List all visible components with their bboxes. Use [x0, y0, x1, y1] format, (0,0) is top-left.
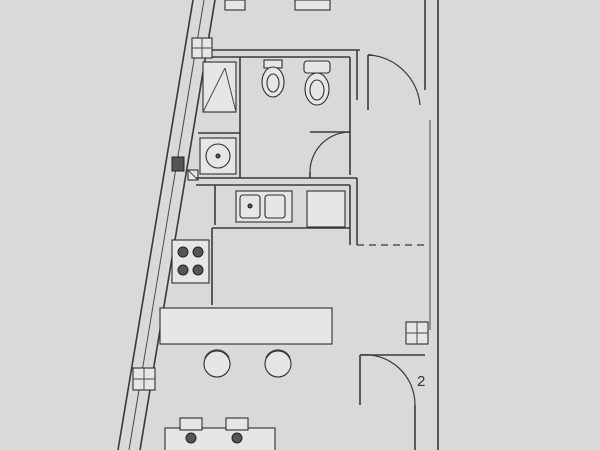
column-marker-right — [405, 321, 429, 345]
bar-stool-right — [264, 349, 292, 378]
exterior-wall-right — [424, 0, 439, 450]
top-fixture-fragment — [224, 0, 331, 11]
shower-tray — [202, 61, 237, 113]
washbasin — [199, 137, 237, 175]
stove — [171, 239, 210, 284]
bidet — [261, 59, 285, 98]
kitchen-counter — [159, 307, 333, 345]
column-marker-upper — [191, 37, 213, 59]
bathroom-walls — [196, 49, 360, 186]
bathroom-door — [309, 131, 351, 178]
dining-table — [164, 417, 276, 450]
kitchen-walls — [211, 178, 425, 305]
bar-stool-left — [203, 349, 231, 378]
column-marker-lower — [132, 367, 156, 391]
toilet — [303, 60, 331, 106]
room-number-label: 2 — [417, 373, 425, 390]
entrance-door — [367, 54, 421, 110]
kitchen-sink — [235, 190, 293, 223]
room-door — [359, 354, 425, 450]
appliance-box — [306, 190, 346, 228]
